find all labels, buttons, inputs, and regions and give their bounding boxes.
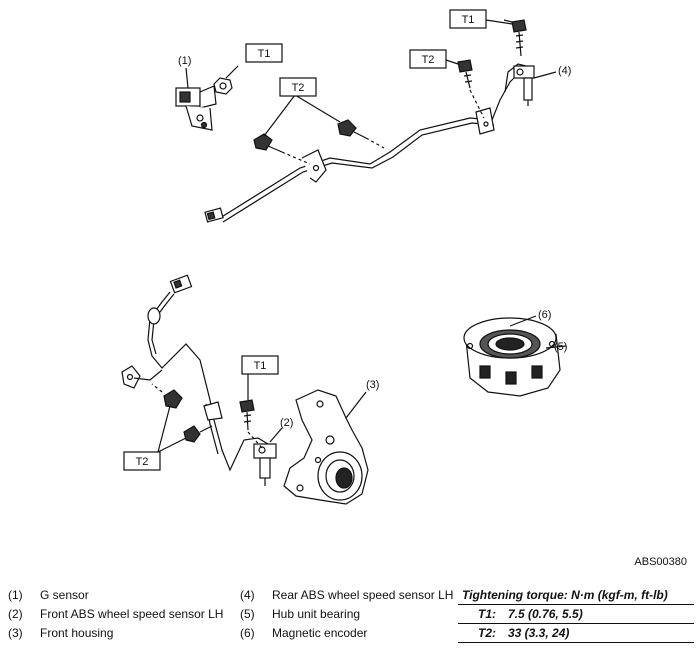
t2-bolt-harness-left: [253, 133, 283, 153]
torque-table: Tightening torque: N·m (kgf-m, ft-lb) T1…: [458, 586, 694, 643]
callout-1: (1): [178, 55, 191, 67]
t1-box-front: T1: [241, 355, 279, 375]
g-sensor: [175, 85, 217, 131]
g-sensor-nut: [213, 77, 233, 95]
t1-box-g-sensor: T1: [245, 43, 283, 63]
legend-item-2: (2) Front ABS wheel speed sensor LH: [8, 607, 224, 621]
callout-3: (3): [366, 379, 379, 391]
t2-box-harness: T2: [279, 77, 317, 97]
legend-item-6: (6) Magnetic encoder: [240, 626, 368, 640]
hub-unit-bearing: [463, 317, 561, 397]
t2-box-front: T2: [123, 451, 161, 471]
t1-bolt-rear: [511, 19, 527, 57]
torque-header: Tightening torque: N·m (kgf-m, ft-lb): [458, 586, 694, 605]
legend-item-1: (1) G sensor: [8, 588, 89, 602]
callout-6: (6): [538, 309, 551, 321]
abs-sensor-diagram: T1 T2 T2 T1: [121, 9, 571, 505]
callout-2: (2): [280, 417, 293, 429]
t2-bolt-harness-right: [337, 119, 367, 139]
callout-5: (5): [554, 341, 567, 353]
callout-4: (4): [558, 65, 571, 77]
svg-text:T1: T1: [254, 360, 267, 372]
legend-item-3: (3) Front housing: [8, 626, 114, 640]
front-harness: [121, 274, 269, 472]
rear-harness: [204, 71, 521, 223]
t2-bolt-rear-bracket: [457, 59, 473, 89]
svg-text:T2: T2: [422, 54, 435, 66]
torque-row-t1: T1:7.5 (0.76, 5.5): [458, 605, 694, 624]
rear-abs-sensor: [504, 63, 535, 106]
svg-text:T1: T1: [258, 48, 271, 60]
t2-box-rear: T2: [409, 49, 447, 69]
t2-bolt-front-upper: [151, 383, 183, 409]
svg-text:T2: T2: [292, 82, 305, 94]
svg-text:T2: T2: [136, 456, 149, 468]
legend-item-4: (4) Rear ABS wheel speed sensor LH: [240, 588, 454, 602]
t1-box-rear: T1: [449, 9, 487, 29]
torque-row-t2: T2:33 (3.3, 24): [458, 624, 694, 643]
front-abs-sensor: [253, 443, 277, 486]
svg-text:T1: T1: [462, 14, 475, 26]
front-housing: [283, 389, 369, 505]
figure-code: ABS00380: [634, 556, 687, 568]
t2-bolt-front-lower: [183, 425, 213, 443]
legend-item-5: (5) Hub unit bearing: [240, 607, 361, 621]
t1-bolt-front: [239, 399, 255, 431]
